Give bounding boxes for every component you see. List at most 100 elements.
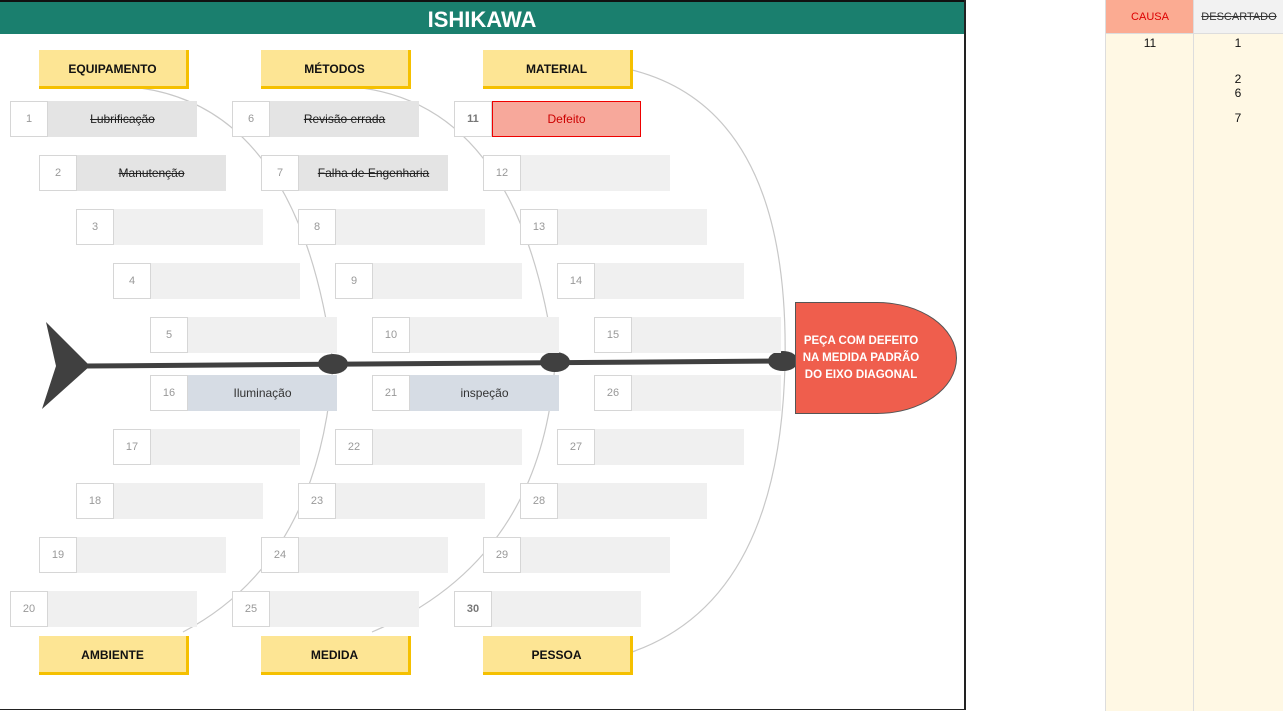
cause-input[interactable]: Revisão errada xyxy=(270,101,419,137)
cause-number: 16 xyxy=(150,375,188,411)
cause-number: 18 xyxy=(76,483,114,519)
cause-input[interactable]: Defeito xyxy=(492,101,641,137)
cause-input[interactable] xyxy=(77,537,226,573)
cause-input[interactable] xyxy=(558,209,707,245)
cause-row: 3 xyxy=(76,209,263,245)
cause-row: 4 xyxy=(113,263,300,299)
problem-head[interactable]: PEÇA COM DEFEITO NA MEDIDA PADRÃO DO EIX… xyxy=(795,302,957,414)
cause-number: 17 xyxy=(113,429,151,465)
category-equipamento[interactable]: EQUIPAMENTO xyxy=(39,50,189,89)
descartado-value: 1 xyxy=(1234,36,1242,50)
cause-number: 14 xyxy=(557,263,595,299)
cause-number: 10 xyxy=(372,317,410,353)
cause-row: 14 xyxy=(557,263,744,299)
cause-row: 12 xyxy=(483,155,670,191)
cause-input[interactable] xyxy=(558,483,707,519)
category-medida[interactable]: MEDIDA xyxy=(261,636,411,675)
cause-row: 29 xyxy=(483,537,670,573)
joint xyxy=(318,354,348,374)
cause-input[interactable] xyxy=(595,263,744,299)
cause-input[interactable] xyxy=(336,483,485,519)
cause-input[interactable] xyxy=(521,537,670,573)
cause-row: 9 xyxy=(335,263,522,299)
cause-number: 9 xyxy=(335,263,373,299)
cause-number: 25 xyxy=(232,591,270,627)
descartado-column: DESCARTADO 1 2 6 7 xyxy=(1193,0,1283,711)
cause-input[interactable] xyxy=(492,591,641,627)
cause-row: 22 xyxy=(335,429,522,465)
cause-number: 6 xyxy=(232,101,270,137)
cause-number: 15 xyxy=(594,317,632,353)
cause-number: 11 xyxy=(454,101,492,137)
cause-number: 28 xyxy=(520,483,558,519)
descartado-value: 6 xyxy=(1234,86,1242,100)
category-pessoa[interactable]: PESSOA xyxy=(483,636,633,675)
cause-input[interactable]: Falha de Engenharia xyxy=(299,155,448,191)
cause-input[interactable] xyxy=(632,317,781,353)
cause-input[interactable]: Lubrificação xyxy=(48,101,197,137)
cause-number: 24 xyxy=(261,537,299,573)
cause-input[interactable] xyxy=(595,429,744,465)
cause-input[interactable] xyxy=(373,429,522,465)
cause-number: 5 xyxy=(150,317,188,353)
cause-number: 23 xyxy=(298,483,336,519)
spine xyxy=(85,358,786,369)
cause-input[interactable] xyxy=(114,483,263,519)
cause-input[interactable]: inspeção xyxy=(410,375,559,411)
cause-number: 22 xyxy=(335,429,373,465)
cause-input[interactable] xyxy=(151,429,300,465)
cause-row: 27 xyxy=(557,429,744,465)
cause-row: 19 xyxy=(39,537,226,573)
causa-column: CAUSA 11 xyxy=(1105,0,1194,711)
cause-number: 27 xyxy=(557,429,595,465)
cause-row: 10 xyxy=(372,317,559,353)
cause-number: 2 xyxy=(39,155,77,191)
cause-number: 26 xyxy=(594,375,632,411)
cause-number: 19 xyxy=(39,537,77,573)
page-title: ISHIKAWA xyxy=(0,0,964,34)
category-ambiente[interactable]: AMBIENTE xyxy=(39,636,189,675)
category-material[interactable]: MATERIAL xyxy=(483,50,633,89)
cause-number: 4 xyxy=(113,263,151,299)
cause-row: 30 xyxy=(454,591,641,627)
cause-number: 3 xyxy=(76,209,114,245)
cause-number: 12 xyxy=(483,155,521,191)
descartado-value: 2 xyxy=(1234,72,1242,86)
cause-row: 17 xyxy=(113,429,300,465)
cause-input[interactable] xyxy=(373,263,522,299)
causa-value: 11 xyxy=(1143,36,1157,50)
tail-icon xyxy=(42,322,90,409)
cause-input[interactable]: Iluminação xyxy=(188,375,337,411)
cause-input[interactable] xyxy=(410,317,559,353)
cause-input[interactable] xyxy=(270,591,419,627)
cause-row: 5 xyxy=(150,317,337,353)
cause-number: 21 xyxy=(372,375,410,411)
cause-row: 18 xyxy=(76,483,263,519)
cause-row: 13 xyxy=(520,209,707,245)
cause-input[interactable] xyxy=(151,263,300,299)
cause-input[interactable] xyxy=(521,155,670,191)
cause-input[interactable]: Manutenção xyxy=(77,155,226,191)
joint xyxy=(768,351,798,371)
cause-input[interactable] xyxy=(632,375,781,411)
category-metodos[interactable]: MÉTODOS xyxy=(261,50,411,89)
descartado-header: DESCARTADO xyxy=(1194,0,1283,34)
cause-input[interactable] xyxy=(48,591,197,627)
cause-row: 23 xyxy=(298,483,485,519)
cause-row: 8 xyxy=(298,209,485,245)
cause-input[interactable] xyxy=(114,209,263,245)
cause-row: 26 xyxy=(594,375,781,411)
cause-input[interactable] xyxy=(188,317,337,353)
cause-input[interactable] xyxy=(299,537,448,573)
cause-row: 24 xyxy=(261,537,448,573)
cause-input[interactable] xyxy=(336,209,485,245)
cause-number: 13 xyxy=(520,209,558,245)
cause-number: 7 xyxy=(261,155,299,191)
